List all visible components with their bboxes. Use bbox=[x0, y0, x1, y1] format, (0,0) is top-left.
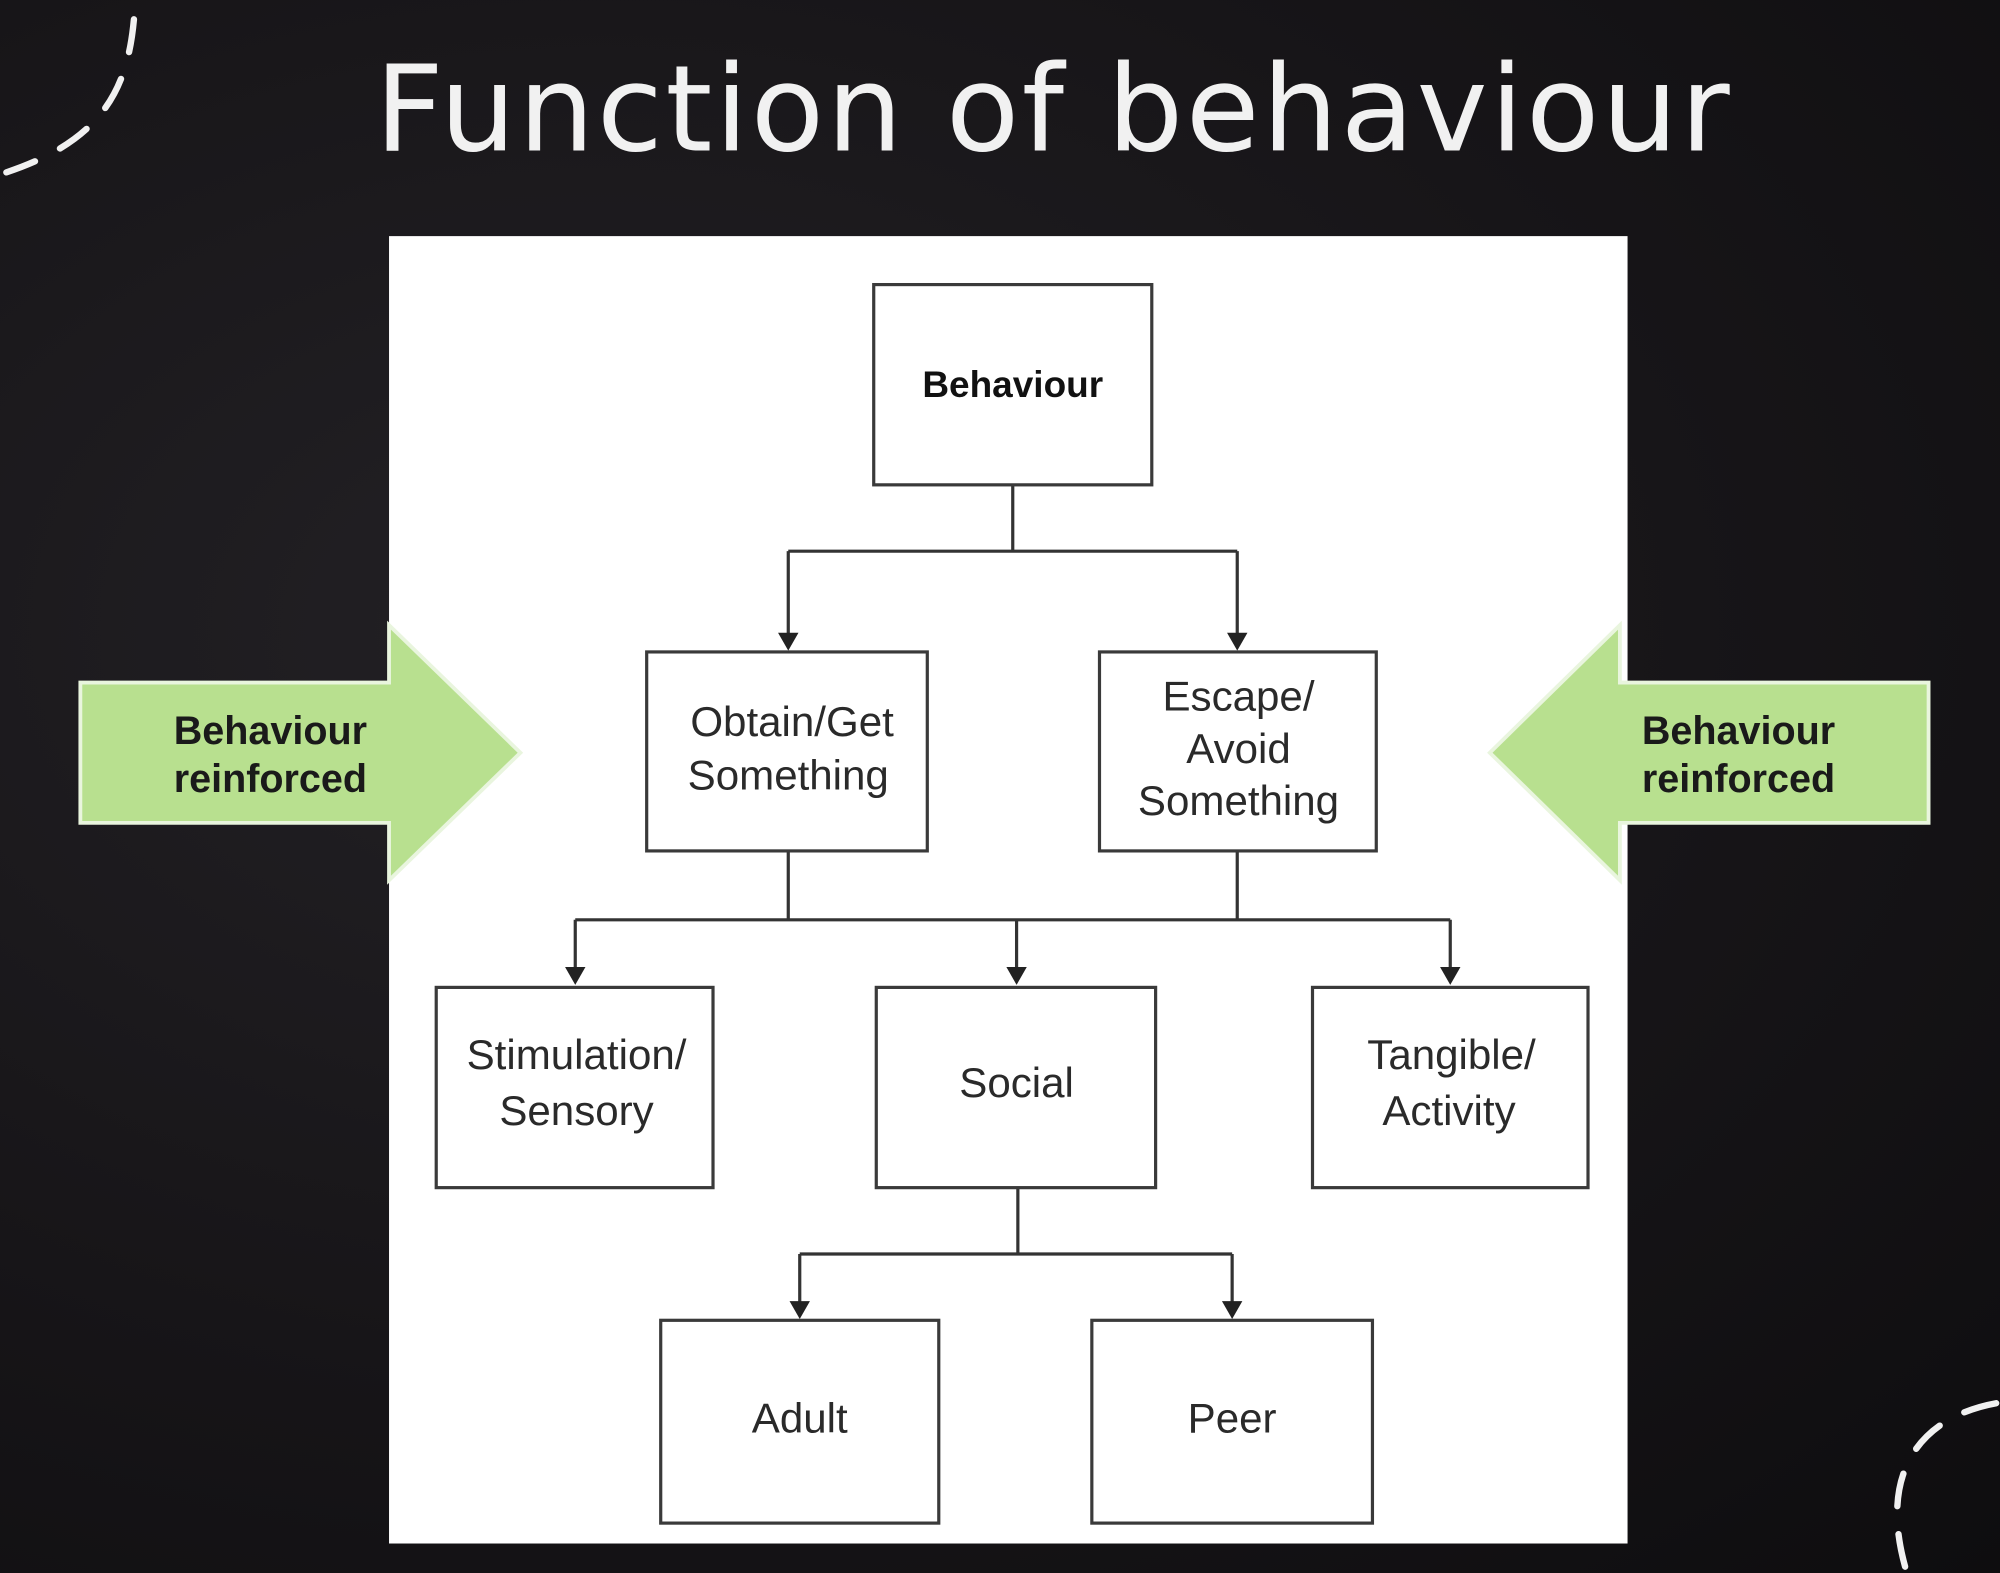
node-social: Social bbox=[874, 985, 1158, 1190]
decorative-dashed-curve bbox=[3, 16, 138, 176]
svg-text:Peer: Peer bbox=[1188, 1395, 1277, 1442]
svg-text:Behaviour: Behaviour bbox=[1642, 709, 1835, 753]
node-peer: Peer bbox=[1090, 1318, 1375, 1525]
arrowhead-icon bbox=[789, 1301, 810, 1320]
svg-text:Social: Social bbox=[959, 1059, 1074, 1106]
svg-text:Activity: Activity bbox=[1382, 1087, 1515, 1134]
svg-text:Behaviour: Behaviour bbox=[174, 709, 367, 753]
svg-text:Tangible/: Tangible/ bbox=[1367, 1031, 1536, 1078]
svg-text:Sensory: Sensory bbox=[499, 1087, 653, 1134]
svg-text:reinforced: reinforced bbox=[174, 757, 367, 801]
arrowhead-icon bbox=[1440, 966, 1461, 985]
node-escape-avoid: Escape/ Avoid Something bbox=[1097, 650, 1378, 853]
node-adult: Adult bbox=[659, 1318, 941, 1525]
node-obtain-something: Obtain/Get Something bbox=[645, 650, 929, 853]
svg-text:Escape/: Escape/ bbox=[1162, 673, 1314, 720]
svg-text:Stimulation/: Stimulation/ bbox=[467, 1031, 687, 1078]
arrowhead-icon bbox=[1227, 632, 1248, 651]
arrowhead-icon bbox=[778, 632, 799, 651]
svg-text:Something: Something bbox=[1138, 777, 1339, 824]
node-behaviour: Behaviour bbox=[872, 282, 1154, 487]
svg-text:Obtain/Get: Obtain/Get bbox=[690, 698, 894, 745]
svg-text:Something: Something bbox=[688, 752, 889, 799]
slide-title: Function of behaviour bbox=[375, 41, 1732, 180]
node-tangible-activity: Tangible/ Activity bbox=[1310, 985, 1590, 1190]
svg-text:Avoid: Avoid bbox=[1186, 725, 1290, 772]
decorative-dashed-curve bbox=[1894, 1400, 2000, 1573]
arrowhead-icon bbox=[1006, 966, 1027, 985]
svg-text:Adult: Adult bbox=[752, 1395, 848, 1442]
svg-text:Behaviour: Behaviour bbox=[922, 364, 1103, 405]
arrowhead-icon bbox=[1221, 1301, 1243, 1320]
arrowhead-icon bbox=[565, 966, 586, 985]
left-reinforced-arrow: Behaviour reinforced bbox=[78, 620, 524, 885]
svg-text:reinforced: reinforced bbox=[1642, 757, 1835, 801]
right-reinforced-arrow: Behaviour reinforced bbox=[1487, 620, 1931, 885]
connectors bbox=[565, 484, 1461, 1320]
node-stimulation-sensory: Stimulation/ Sensory bbox=[434, 985, 715, 1190]
